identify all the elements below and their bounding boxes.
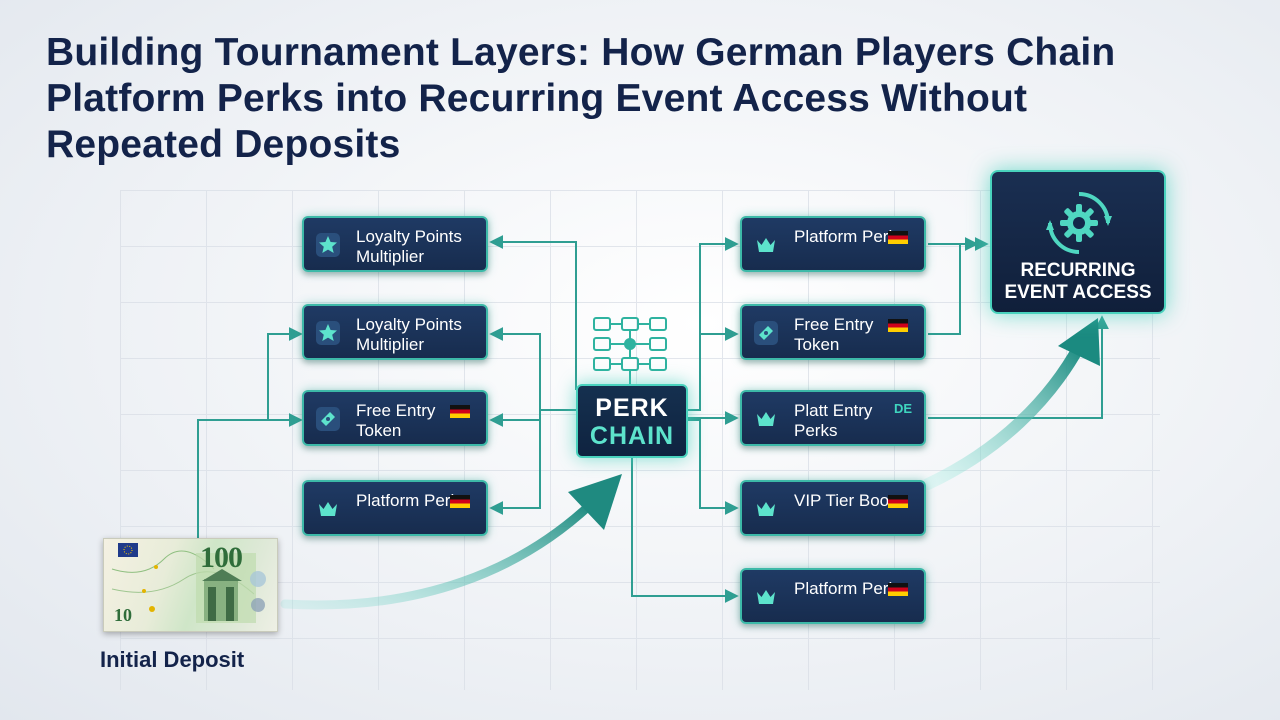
german-flag-icon [888, 319, 908, 332]
network-icon [593, 317, 667, 384]
card-label: Platform Perks [794, 579, 906, 598]
banknote-value: 10 [114, 605, 132, 625]
hub-line-2: CHAIN [589, 422, 675, 450]
card-label: Free Entry Token [794, 315, 874, 354]
right-card-vip-tier-boost: VIP Tier Boost [740, 480, 926, 536]
perk-chain-hub: PERK CHAIN [576, 384, 688, 458]
right-card-free-entry-token: Free Entry Token [740, 304, 926, 360]
card-label: Loyalty Points Multiplier [356, 227, 462, 266]
crown-icon [752, 495, 780, 523]
crown-icon [752, 583, 780, 611]
ticket-icon [314, 405, 342, 433]
card-label: Loyalty Points Multiplier [356, 315, 462, 354]
target-label: RECURRING EVENT ACCESS [1004, 260, 1152, 303]
right-card-platform-perks-2: Platform Perks [740, 568, 926, 624]
star-icon [314, 319, 342, 347]
left-card-loyalty-points-2: Loyalty Points Multiplier [302, 304, 488, 360]
banknote-denomination: 100 [200, 541, 243, 574]
card-label: Platform Perks [794, 227, 906, 246]
german-flag-icon [888, 495, 908, 508]
initial-deposit-label: Initial Deposit [100, 647, 245, 672]
left-card-platform-perks: Platform Perks [302, 480, 488, 536]
right-card-platt-entry-perks: Platt Entry Perks DE [740, 390, 926, 446]
left-card-free-entry-token: Free Entry Token [302, 390, 488, 446]
card-label: Platform Perks [356, 491, 468, 510]
german-flag-icon [450, 495, 470, 508]
crown-icon [314, 495, 342, 523]
euro-banknote-image: 100 10 [103, 538, 278, 632]
recurring-event-access-box: RECURRING EVENT ACCESS [990, 170, 1166, 314]
left-card-loyalty-points-1: Loyalty Points Multiplier [302, 216, 488, 272]
card-label: Platt Entry Perks [794, 401, 873, 440]
ticket-icon [752, 319, 780, 347]
page-title: Building Tournament Layers: How German P… [46, 31, 1116, 166]
card-label: VIP Tier Boost [794, 491, 903, 510]
de-tag: DE [893, 401, 912, 416]
star-icon [314, 231, 342, 259]
gear-cycle-icon [1042, 186, 1116, 260]
crown-icon [752, 405, 780, 433]
german-flag-icon [450, 405, 470, 418]
german-flag-icon [888, 231, 908, 244]
card-label: Free Entry Token [356, 401, 436, 440]
german-flag-icon [888, 583, 908, 596]
right-card-platform-perks-1: Platform Perks [740, 216, 926, 272]
crown-icon [752, 231, 780, 259]
hub-line-1: PERK [595, 394, 669, 422]
